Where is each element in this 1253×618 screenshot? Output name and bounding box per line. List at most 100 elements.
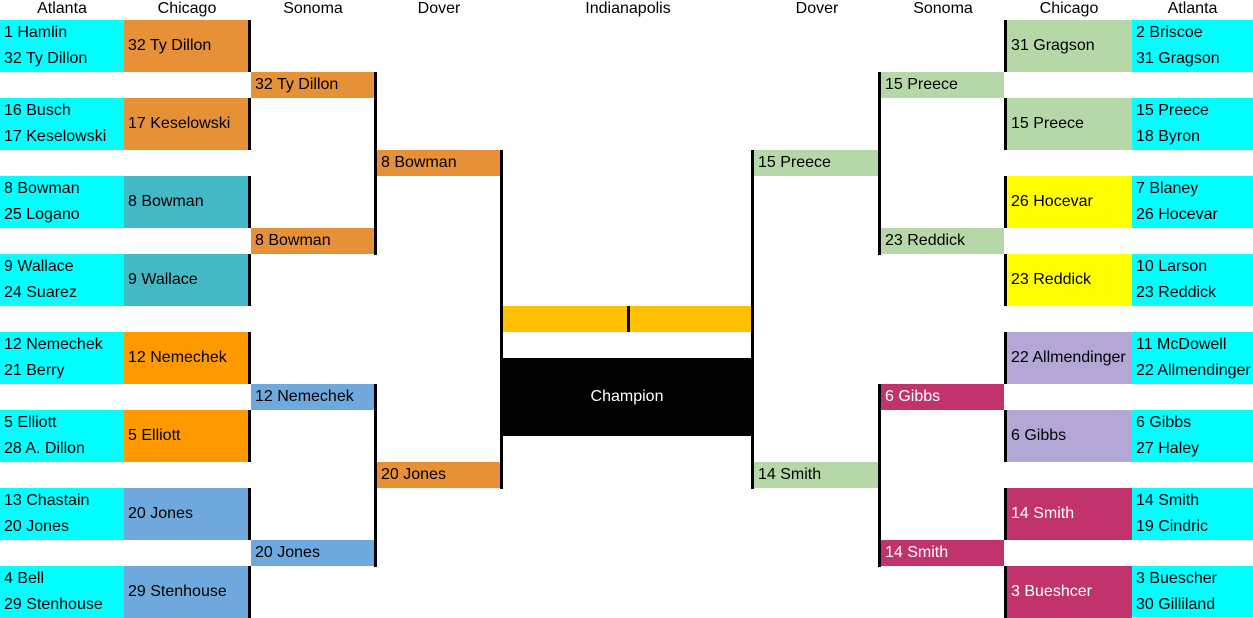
left-chicago-winner: 29 Stenhouse	[124, 566, 248, 618]
left-atlanta-matchup: 5 Elliott 28 A. Dillon	[0, 410, 124, 462]
driver-entry: 23 Reddick	[1136, 284, 1217, 301]
driver-entry: 14 Smith	[1136, 492, 1200, 509]
right-atlanta-matchup: 6 Gibbs 27 Haley	[1132, 410, 1253, 462]
header-right-atlanta: Atlanta	[1167, 0, 1218, 17]
right-sonoma-winner: 14 Smith	[881, 540, 1004, 566]
driver-entry: 3 Buescher	[1136, 570, 1217, 587]
left-atlanta-matchup: 9 Wallace 24 Suarez	[0, 254, 124, 306]
right-chicago-winner: 6 Gibbs	[1007, 410, 1132, 462]
bracket-line	[374, 72, 377, 255]
driver-entry: 31 Gragson	[1136, 50, 1220, 67]
final-slot-right	[630, 306, 751, 332]
bracket-line	[500, 150, 503, 489]
bracket-line	[248, 254, 251, 306]
left-atlanta-matchup: 1 Hamlin 32 Ty Dillon	[0, 20, 124, 72]
right-sonoma-winner: 6 Gibbs	[881, 384, 1004, 410]
bracket-line	[248, 410, 251, 462]
driver-entry: 7 Blaney	[1136, 180, 1199, 197]
right-chicago-winner: 14 Smith	[1007, 488, 1132, 540]
left-atlanta-matchup: 16 Busch 17 Keselowski	[0, 98, 124, 150]
left-chicago-winner: 9 Wallace	[124, 254, 248, 306]
left-dover-winner: 8 Bowman	[377, 150, 500, 176]
bracket-line	[1004, 254, 1007, 306]
driver-entry: 1 Hamlin	[4, 24, 68, 41]
final-slot-left	[503, 306, 627, 332]
right-dover-winner: 14 Smith	[754, 462, 878, 488]
left-dover-winner: 20 Jones	[377, 462, 500, 488]
driver-entry: 18 Byron	[1136, 128, 1201, 145]
driver-entry: 32 Ty Dillon	[4, 50, 88, 67]
left-chicago-winner: 20 Jones	[124, 488, 248, 540]
bracket-line	[248, 332, 251, 384]
driver-entry: 21 Berry	[4, 362, 65, 379]
left-chicago-winner: 5 Elliott	[124, 410, 248, 462]
bracket-line	[1004, 332, 1007, 384]
bracket-line	[248, 98, 251, 150]
bracket-line	[248, 176, 251, 228]
driver-entry: 8 Bowman	[4, 180, 80, 197]
right-atlanta-matchup: 14 Smith 19 Cindric	[1132, 488, 1253, 540]
header-right-chicago: Chicago	[1039, 0, 1099, 17]
driver-entry: 24 Suarez	[4, 284, 77, 301]
bracket-line	[878, 72, 881, 255]
bracket-line	[248, 566, 251, 618]
driver-entry: 12 Nemechek	[4, 336, 103, 353]
right-atlanta-matchup: 2 Briscoe 31 Gragson	[1132, 20, 1253, 72]
bracket-line	[374, 384, 377, 567]
final-divider	[627, 306, 630, 332]
driver-entry: 4 Bell	[4, 570, 45, 587]
driver-entry: 5 Elliott	[4, 414, 57, 431]
right-atlanta-matchup: 15 Preece 18 Byron	[1132, 98, 1253, 150]
bracket-line	[1004, 176, 1007, 228]
left-sonoma-winner: 20 Jones	[251, 540, 374, 566]
left-chicago-winner: 17 Keselowski	[124, 98, 248, 150]
driver-entry: 28 A. Dillon	[4, 440, 85, 457]
left-atlanta-matchup: 12 Nemechek 21 Berry	[0, 332, 124, 384]
driver-entry: 17 Keselowski	[4, 128, 107, 145]
right-dover-winner: 15 Preece	[754, 150, 878, 176]
driver-entry: 16 Busch	[4, 102, 71, 119]
right-chicago-winner: 3 Bueshcer	[1007, 566, 1132, 618]
left-sonoma-winner: 32 Ty Dillon	[251, 72, 374, 98]
bracket-line	[1004, 566, 1007, 618]
driver-entry: 19 Cindric	[1136, 518, 1209, 535]
left-sonoma-winner: 8 Bowman	[251, 228, 374, 254]
left-atlanta-matchup: 13 Chastain 20 Jones	[0, 488, 124, 540]
left-sonoma-winner: 12 Nemechek	[251, 384, 374, 410]
driver-entry: 26 Hocevar	[1136, 206, 1218, 223]
driver-entry: 15 Preece	[1136, 102, 1209, 119]
left-chicago-winner: 12 Nemechek	[124, 332, 248, 384]
driver-entry: 6 Gibbs	[1136, 414, 1192, 431]
bracket-line	[878, 384, 881, 567]
right-chicago-winner: 15 Preece	[1007, 98, 1132, 150]
right-chicago-winner: 22 Allmendinger	[1007, 332, 1132, 384]
header-left-dover: Dover	[417, 0, 461, 17]
driver-entry: 11 McDowell	[1136, 336, 1227, 353]
driver-entry: 29 Stenhouse	[4, 596, 103, 613]
header-right-dover: Dover	[795, 0, 839, 17]
bracket-line	[751, 150, 754, 489]
driver-entry: 25 Logano	[4, 206, 80, 223]
driver-entry: 22 Allmendinger	[1136, 362, 1251, 379]
header-left-sonoma: Sonoma	[283, 0, 343, 17]
bracket-line	[1004, 98, 1007, 150]
driver-entry: 27 Haley	[1136, 440, 1200, 457]
champion-box: Champion	[503, 358, 751, 436]
bracket-line	[1004, 20, 1007, 72]
driver-entry: 30 Gilliland	[1136, 596, 1216, 613]
bracket-line	[1004, 410, 1007, 462]
header-left-atlanta: Atlanta	[37, 0, 87, 17]
right-atlanta-matchup: 7 Blaney 26 Hocevar	[1132, 176, 1253, 228]
right-atlanta-matchup: 3 Buescher 30 Gilliland	[1132, 566, 1253, 617]
driver-entry: 13 Chastain	[4, 492, 90, 509]
header-left-chicago: Chicago	[157, 0, 217, 17]
bracket-line	[248, 20, 251, 72]
driver-entry: 9 Wallace	[4, 258, 74, 275]
driver-entry: 10 Larson	[1136, 258, 1208, 275]
right-atlanta-matchup: 11 McDowell 22 Allmendinger	[1132, 332, 1253, 384]
header-indianapolis: Indianapolis	[585, 0, 671, 17]
driver-entry: 20 Jones	[4, 518, 69, 535]
right-chicago-winner: 26 Hocevar	[1007, 176, 1132, 228]
right-atlanta-matchup: 10 Larson 23 Reddick	[1132, 254, 1253, 306]
right-sonoma-winner: 15 Preece	[881, 72, 1004, 98]
